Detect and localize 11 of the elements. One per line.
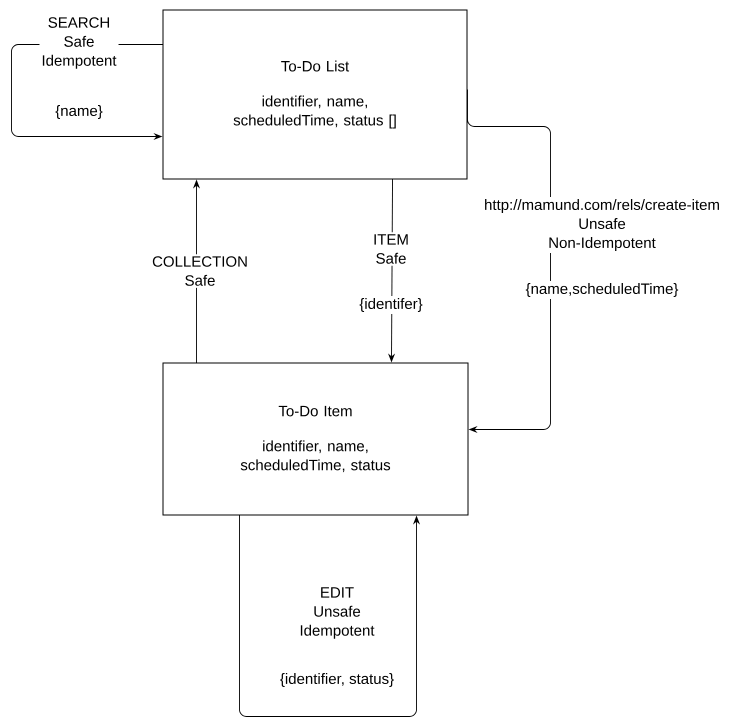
edge-label: SEARCH Safe Idempotent [39,15,119,71]
edge-label: EDIT Unsafe Idempotent [297,585,377,641]
edge-label: COLLECTION Safe [150,254,250,288]
parameter-label: {name,scheduledTime} [524,281,680,299]
entity-box: To-Do List identifier, name, scheduledTime, status [] [162,10,468,180]
parameter-label: {identifer} [357,296,425,314]
edge-label: ITEM Safe [371,232,411,266]
parameter-label: {name} [53,103,105,121]
edge-label: http://mamund.com/rels/create-item Unsafe Non-Idempotent [482,197,722,253]
parameter-label: {identifier, status} [278,671,396,689]
entity-box: To-Do Item identifier, name, scheduledTime, status [162,362,468,516]
